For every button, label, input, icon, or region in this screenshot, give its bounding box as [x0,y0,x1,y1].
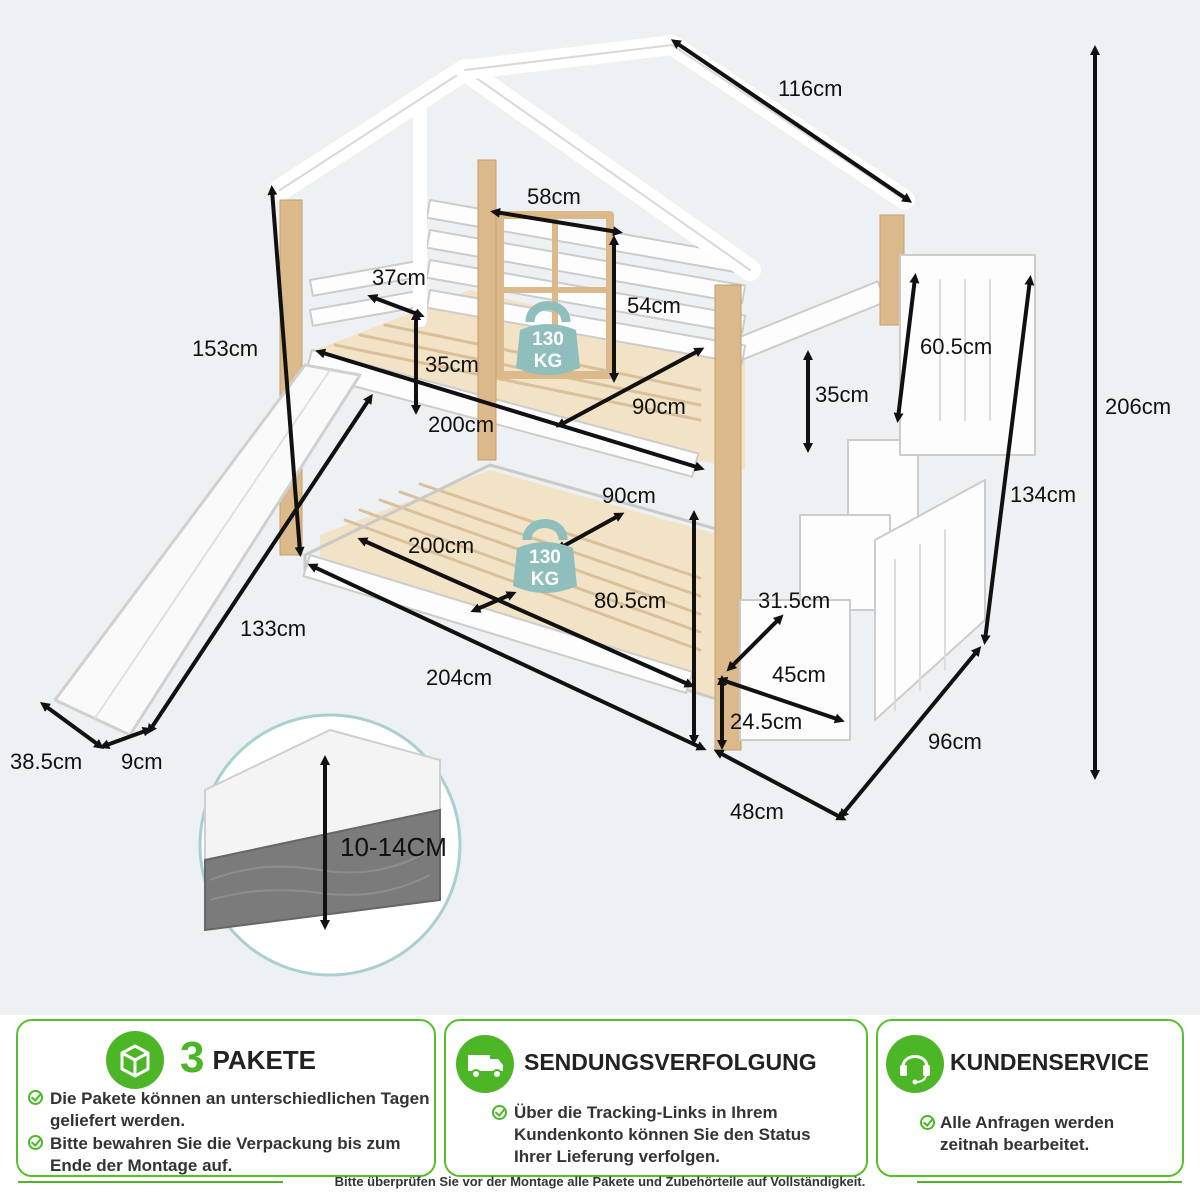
kettlebell-icon [516,301,580,375]
packages-bullet-1: Die Pakete können an unterschiedlichen T… [50,1089,430,1130]
label-lower-inner-width: 80.5cm [594,588,667,613]
panel-tracking-title: SENDUNGSVERFOLGUNG [524,1049,817,1075]
bunk-bed-diagram: 130 KG 130 KG 116cm 206cm 58cm 54cm 37cm… [10,35,1172,977]
packages-title-text: PAKETE [212,1045,317,1075]
check-icon [28,1090,43,1105]
label-window-height: 54cm [627,293,681,318]
label-upper-length: 200cm [428,412,495,437]
tracking-bullet-1: Über die Tracking-Links in Ihrem Kundenk… [514,1103,811,1166]
label-step-width: 45cm [772,662,826,687]
footer-note: Bitte überprüfen Sie vor der Montage all… [0,1164,1200,1200]
panel-tracking: SENDUNGSVERFOLGUNG Über die Tracking-Lin… [444,1019,868,1177]
upper-load-number: 130 [532,329,564,350]
lower-load-number: 130 [529,547,561,568]
upper-load-unit: KG [533,351,563,372]
dimension-lines [39,39,1100,930]
label-outer-length: 204cm [426,665,493,690]
upper-load-badge: 130 KG [510,292,586,378]
label-stair-depth: 96cm [928,729,982,754]
check-icon [920,1115,935,1130]
service-bullet-1: Alle Anfragen werden zeitnah bearbeitet. [940,1113,1115,1154]
lower-load-unit: KG [530,569,560,590]
packages-bullet-2: Bitte bewahren Sie die Verpackung bis zu… [50,1134,401,1175]
label-lower-width: 90cm [602,483,656,508]
label-stair-width: 48cm [730,799,784,824]
delivery-truck-icon [456,1035,514,1093]
check-icon [492,1105,507,1120]
label-frame-height: 153cm [192,336,259,361]
label-step-height: 24.5cm [730,709,803,734]
label-lower-length: 200cm [408,533,475,558]
bed-drawing [39,35,1100,977]
label-upper-gate-height: 35cm [425,352,479,377]
label-mattress-height: 10-14CM [340,832,447,862]
label-total-height: 206cm [1105,394,1172,419]
kettlebell-icon [513,519,577,593]
check-icon [28,1135,43,1150]
package-icon [106,1031,164,1089]
bed-frame [53,35,1036,751]
label-upper-side-height: 35cm [815,382,869,407]
packages-count: 3 [180,1033,205,1082]
lower-load-badge: 130 KG [507,510,583,596]
label-slide-width: 38.5cm [10,749,83,774]
label-upper-gate-width: 37cm [372,265,426,290]
label-roof-length: 116cm [778,76,843,101]
label-window-width: 58cm [527,184,581,209]
label-stair-rail-height: 60.5cm [920,334,993,359]
label-stair-height: 134cm [1010,482,1077,507]
panel-service: KUNDENSERVICE Alle Anfragen werden zeitn… [876,1019,1184,1177]
headset-icon [886,1035,944,1093]
label-slide-length: 133cm [240,616,307,641]
label-step-depth: 31.5cm [758,588,831,613]
panel-service-title: KUNDENSERVICE [950,1049,1149,1075]
label-slide-edge: 9cm [121,749,163,774]
label-upper-width: 90cm [632,394,686,419]
